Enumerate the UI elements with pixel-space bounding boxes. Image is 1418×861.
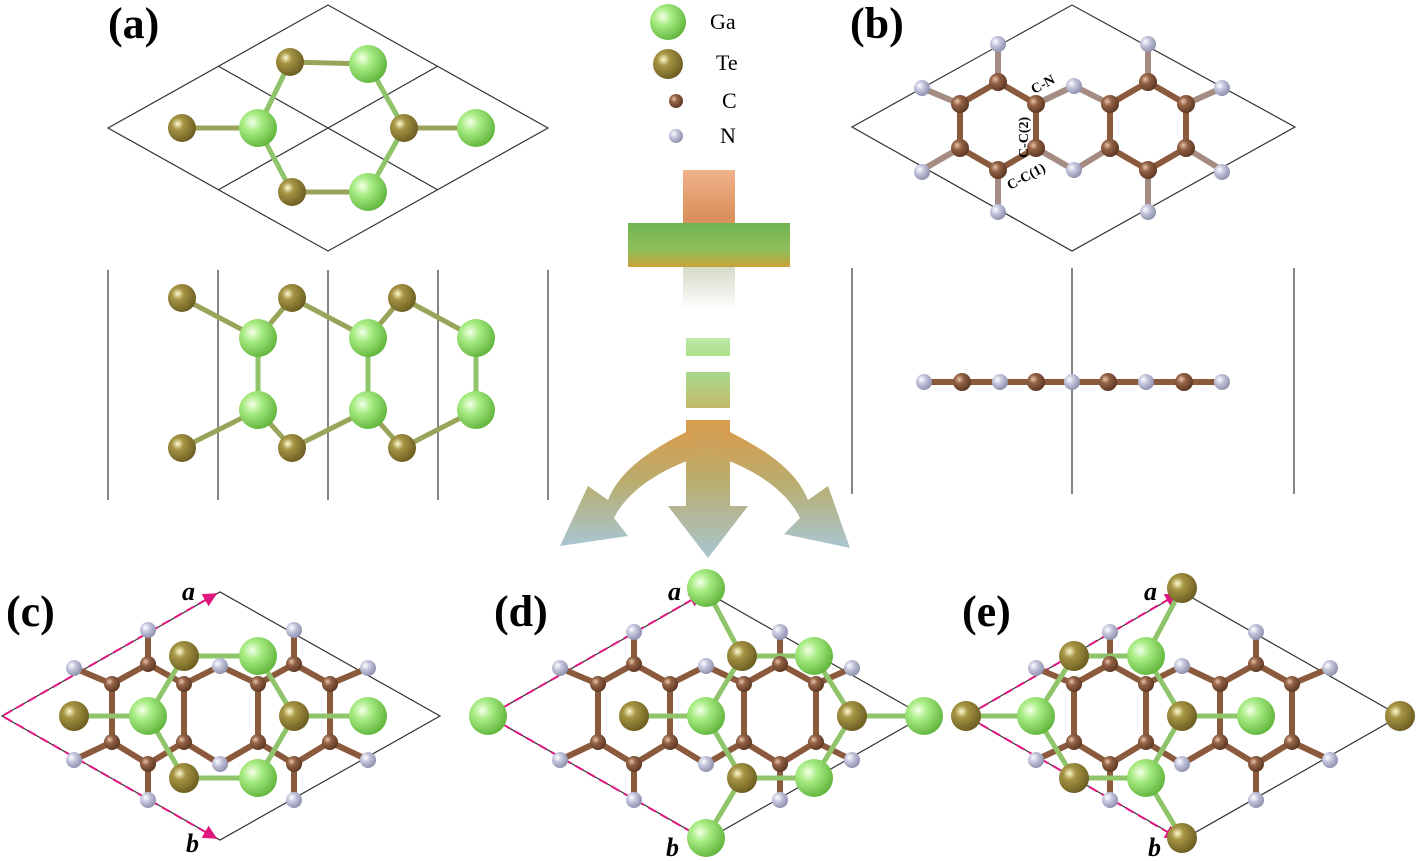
gate-atoms-side	[168, 284, 495, 462]
gate-bonds-side	[179, 295, 479, 451]
atoms-d	[469, 569, 943, 857]
panel-d: (d) a b	[469, 569, 943, 861]
lattice-vector-a	[3, 593, 218, 716]
panel-c: (c) a b	[0, 577, 442, 858]
panel-a: (a)	[106, 0, 550, 500]
left-arrow-icon	[560, 430, 700, 546]
vector-label-a-e: a	[1144, 577, 1157, 606]
vector-label-b-d: b	[666, 833, 679, 861]
panel-label-e: (e)	[962, 587, 1011, 636]
equals-bar-bottom	[686, 372, 730, 408]
legend-label-te: Te	[716, 50, 738, 75]
atoms-c	[59, 622, 387, 808]
legend-label-n: N	[720, 123, 736, 148]
plus-horizontal-bar	[628, 223, 790, 267]
panel-label-a: (a)	[108, 0, 159, 48]
carbon-atom-icon	[669, 94, 683, 108]
gate-atoms-top	[168, 45, 495, 211]
atoms-e	[951, 573, 1415, 853]
c2n-side-chain	[916, 373, 1230, 391]
te-atom-icon	[653, 49, 683, 79]
panel-e: (e) a b	[951, 573, 1415, 861]
c2n-cell-top	[850, 4, 1297, 252]
panel-label-b: (b)	[850, 0, 904, 48]
panel-label-c: (c)	[6, 587, 55, 636]
panel-b: (b)	[850, 0, 1297, 494]
legend: Ga Te C N	[650, 4, 738, 148]
bond-label-cc2: C-C(2)	[1017, 116, 1032, 158]
gate-cell-top	[106, 4, 550, 252]
vector-label-b-e: b	[1148, 833, 1161, 861]
legend-item-c: C	[669, 88, 737, 113]
combine-arrow-graphic	[560, 170, 850, 558]
vector-label-a-d: a	[668, 577, 681, 606]
panel-label-d: (d)	[494, 587, 548, 636]
vector-label-b: b	[186, 829, 199, 858]
c2n-bonds-top	[957, 79, 1189, 173]
gate-side-lines	[107, 270, 549, 500]
lattice-vector-a-e	[967, 593, 1180, 716]
nitrogen-atom-icon	[669, 129, 683, 143]
legend-label-c: C	[722, 88, 737, 113]
lattice-vector-a-d	[489, 593, 704, 716]
legend-item-n: N	[669, 123, 736, 148]
lattice-vector-b-e	[967, 716, 1180, 839]
legend-item-ga: Ga	[650, 4, 736, 40]
lattice-vector-b-d	[489, 716, 704, 839]
equals-bar-top	[686, 338, 730, 356]
c2n-atoms-top	[914, 36, 1230, 220]
legend-label-ga: Ga	[710, 9, 736, 34]
vector-label-a: a	[182, 577, 195, 606]
lattice-vector-b	[3, 716, 218, 839]
legend-item-te: Te	[653, 49, 738, 79]
c2n-cn-bonds-top	[919, 43, 1225, 215]
ga-atom-icon	[650, 4, 686, 40]
right-arrow-icon	[716, 430, 850, 548]
